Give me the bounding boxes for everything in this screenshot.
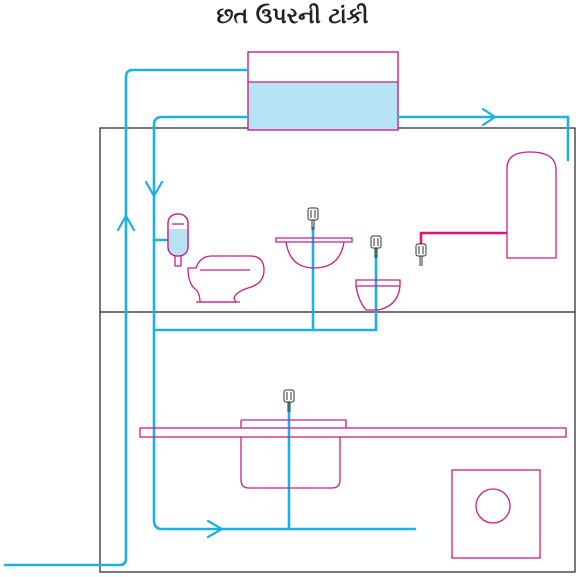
fixtures: [139, 151, 567, 559]
taps: [283, 207, 427, 412]
tap-icon: [283, 389, 295, 412]
tank-body: [247, 51, 399, 131]
kitchen-sink-icon: [139, 419, 567, 489]
hot-water-pipe: [419, 231, 507, 248]
flow-arrows: [116, 107, 497, 539]
tank-water: [248, 82, 398, 130]
wash-basin-icon: [275, 237, 353, 269]
washing-machine-icon: [451, 469, 541, 559]
upper-branch: [152, 313, 378, 332]
tap-icon: [370, 235, 382, 258]
wall-basin-icon: [355, 279, 401, 311]
arrow-down-icon: [144, 180, 164, 199]
tap-icon: [307, 207, 319, 230]
arrow-up-icon: [116, 213, 136, 232]
main-down-pipe: [152, 115, 417, 531]
supply-pipe: [3, 68, 250, 567]
arrow-right-icon: [481, 107, 497, 127]
overhead-tank: [247, 51, 399, 131]
building-outline: [99, 127, 576, 573]
diagram-title: છત ઉપરની ટાંકી: [216, 4, 369, 29]
water-heater-icon: [506, 151, 557, 259]
tap-icon: [415, 243, 427, 266]
cistern-icon: [167, 213, 189, 267]
building: [99, 127, 576, 573]
water-pipes: [3, 68, 570, 567]
toilet-icon: [187, 255, 265, 303]
arrow-right-icon: [206, 519, 225, 539]
